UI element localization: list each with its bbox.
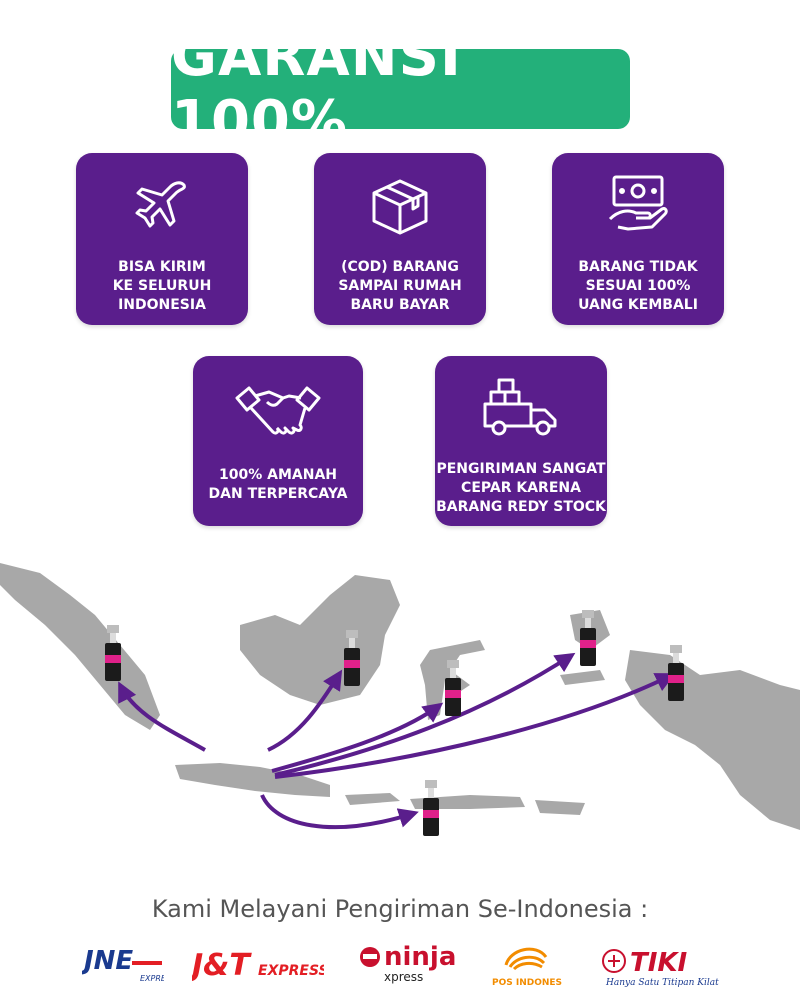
feature-card-fast-delivery: PENGIRIMAN SANGAT CEPAR KARENA BARANG RE…: [435, 356, 607, 526]
feature-card-cod: (COD) BARANG SAMPAI RUMAH BARU BAYAR: [314, 153, 486, 325]
svg-text:TIKI: TIKI: [630, 948, 688, 978]
handshake-icon: [235, 386, 321, 435]
shipping-arrows: [118, 652, 676, 830]
jne-logo: JNE EXPRESS: [79, 935, 176, 990]
feature-text: BISA KIRIM KE SELURUH INDONESIA: [112, 259, 212, 313]
delivery-truck-icon: [483, 378, 557, 436]
svg-text:ninja: ninja: [384, 942, 456, 972]
feature-card-shipping: BISA KIRIM KE SELURUH INDONESIA: [76, 153, 248, 325]
pos-indonesia-logo: POS INDONESIA: [490, 935, 572, 990]
feature-card-refund: BARANG TIDAK SESUAI 100% UANG KEMBALI: [552, 153, 724, 325]
feature-text: BARANG TIDAK SESUAI 100% UANG KEMBALI: [578, 259, 698, 313]
feature-text: 100% AMANAH DAN TERPERCAYA: [208, 467, 348, 502]
indonesia-map: [0, 563, 800, 836]
svg-text:Hanya Satu Titipan Kilat: Hanya Satu Titipan Kilat: [605, 978, 719, 988]
svg-text:EXPRESS: EXPRESS: [140, 974, 164, 983]
tiki-logo: TIKI Hanya Satu Titipan Kilat: [600, 935, 720, 990]
feature-text: PENGIRIMAN SANGAT CEPAR KARENA BARANG RE…: [436, 461, 606, 515]
jnt-logo: J&T EXPRESS: [187, 935, 329, 990]
svg-text:EXPRESS: EXPRESS: [258, 963, 324, 979]
svg-text:POS INDONESIA: POS INDONESIA: [492, 978, 562, 988]
package-box-icon: [372, 179, 428, 235]
money-hand-icon: [608, 175, 668, 231]
airplane-icon: [135, 181, 186, 228]
feature-text: (COD) BARANG SAMPAI RUMAH BARU BAYAR: [338, 259, 462, 313]
svg-text:xpress: xpress: [384, 970, 423, 984]
guarantee-banner: GARANSI 100%: [171, 24, 630, 154]
ninja-xpress-logo: ninja xpress: [358, 935, 458, 990]
delivery-tagline: Kami Melayani Pengiriman Se-Indonesia :: [151, 895, 649, 923]
svg-text:J&T: J&T: [192, 948, 252, 983]
courier-logos: JNE EXPRESS J&T EXPRESS ninja xpress POS…: [0, 935, 800, 990]
svg-text:JNE: JNE: [82, 946, 133, 976]
feature-card-trust: 100% AMANAH DAN TERPERCAYA: [193, 356, 363, 526]
banner-title: GARANSI 100%: [171, 24, 462, 154]
